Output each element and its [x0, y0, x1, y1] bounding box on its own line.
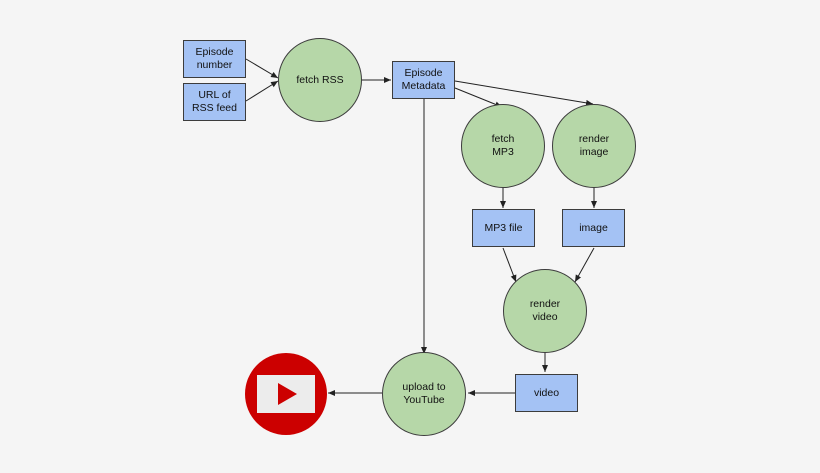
render-video-process: render video	[503, 269, 587, 353]
edge-metadata-to-fetch-mp3	[454, 87, 503, 108]
upload-youtube-process: upload to YouTube	[382, 352, 466, 436]
image-label: image	[579, 221, 608, 234]
rss-url-label: URL of RSS feed	[192, 89, 237, 114]
rss-url-box: URL of RSS feed	[183, 83, 246, 121]
fetch-mp3-label: fetch MP3	[491, 133, 515, 158]
edge-metadata-to-render-image	[454, 80, 594, 106]
fetch-mp3-process: fetch MP3	[461, 104, 545, 188]
episode-metadata-label: Episode Metadata	[401, 67, 446, 92]
fetch-rss-process: fetch RSS	[278, 38, 362, 122]
video-label: video	[533, 386, 560, 399]
edge-episode-to-fetch-rss	[245, 58, 279, 79]
render-image-process: render image	[552, 104, 636, 188]
youtube-logo-icon	[245, 353, 327, 435]
episode-number-label: Episode number	[195, 46, 234, 71]
video-box: video	[515, 374, 578, 412]
render-image-label: render image	[578, 133, 610, 158]
play-icon	[278, 383, 297, 405]
youtube-screen-shape	[257, 375, 315, 413]
image-box: image	[562, 209, 625, 247]
mp3-file-box: MP3 file	[472, 209, 535, 247]
edge-url-to-fetch-rss	[245, 80, 279, 102]
mp3-file-label: MP3 file	[484, 221, 523, 234]
render-video-label: render video	[529, 298, 561, 323]
fetch-rss-label: fetch RSS	[296, 73, 344, 86]
upload-youtube-label: upload to YouTube	[402, 381, 446, 406]
edge-image-to-render-video	[574, 247, 595, 283]
episode-number-box: Episode number	[183, 40, 246, 78]
edge-mp3-file-to-render-video	[502, 247, 517, 283]
episode-metadata-box: Episode Metadata	[392, 61, 455, 99]
